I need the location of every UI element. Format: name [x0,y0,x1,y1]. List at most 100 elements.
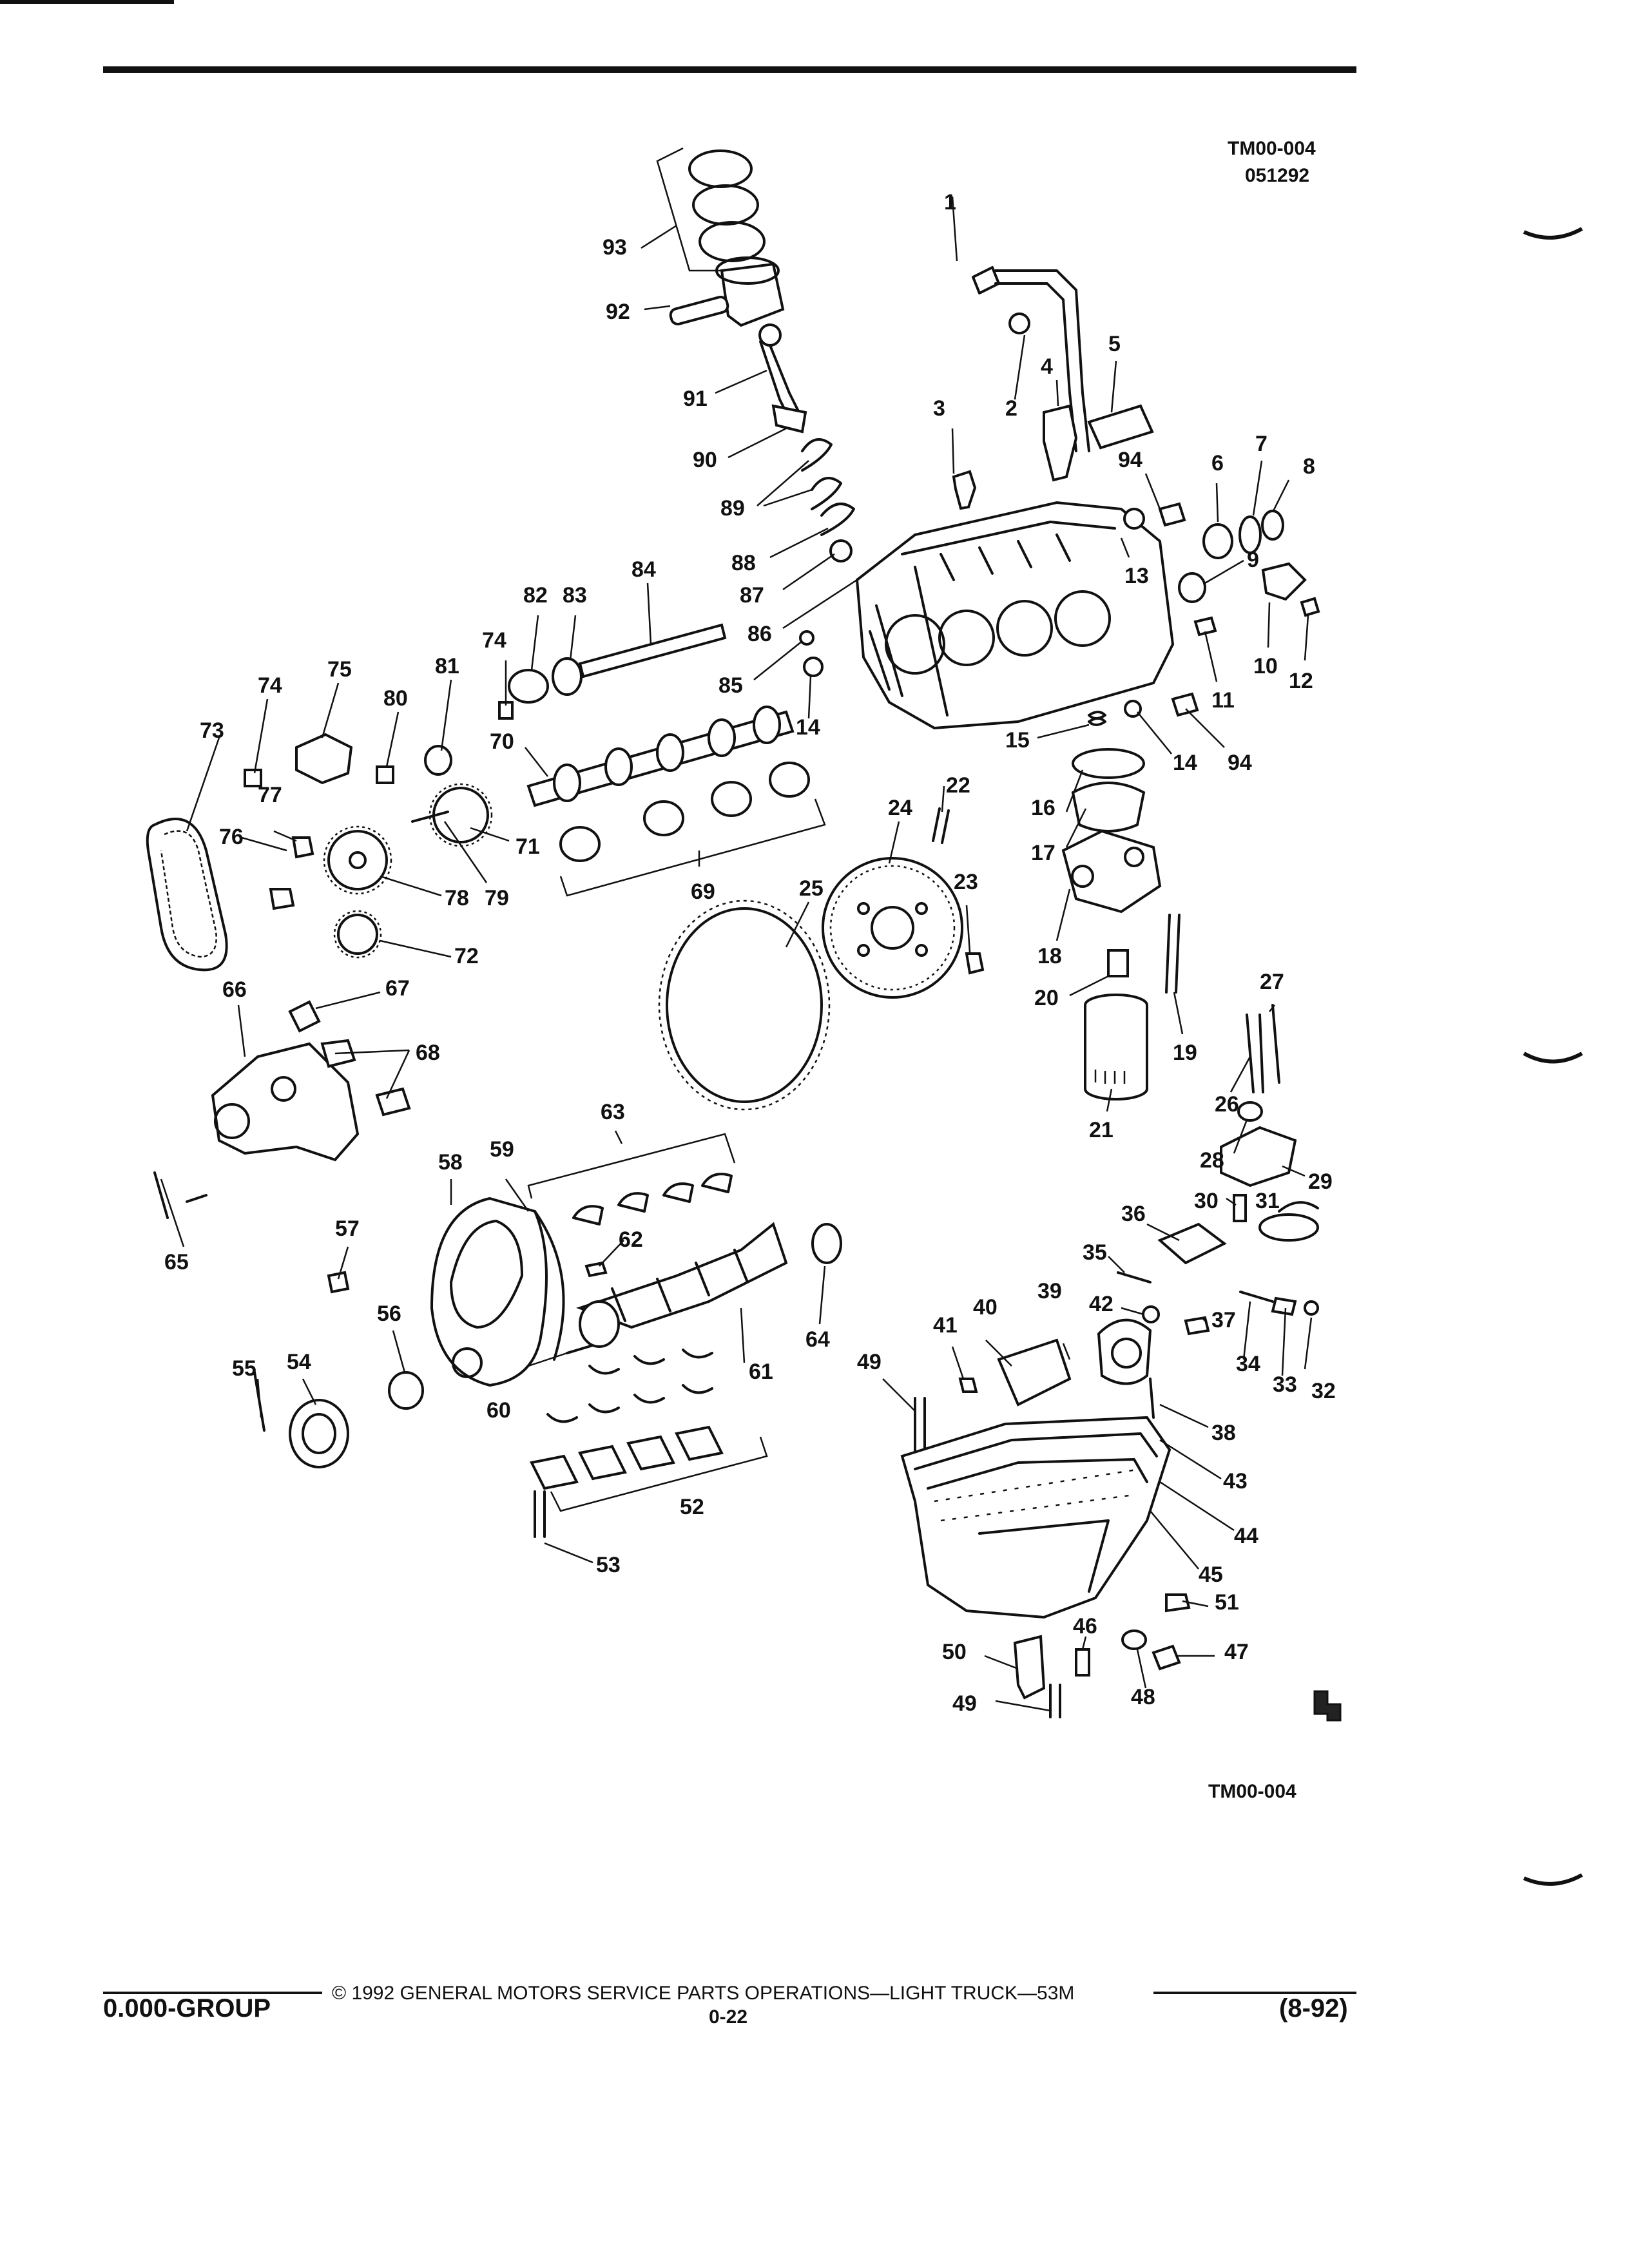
callout-5: 5 [1108,332,1121,356]
callout-94-lower: 94 [1228,751,1252,775]
callout-74-top: 74 [482,628,506,653]
callout-2: 2 [1005,396,1017,421]
drain-plug-47-drawing [1152,1644,1181,1671]
callout-22: 22 [946,773,970,798]
callout-72: 72 [454,944,479,968]
camshaft-70-drawing [526,706,795,807]
bolt-23-drawing [965,952,985,975]
water-pump-66-drawing [211,1042,360,1162]
callout-76: 76 [219,825,244,849]
key-62-drawing [584,1261,608,1278]
callout-69: 69 [691,879,715,904]
callout-44: 44 [1234,1524,1258,1548]
cam-bearings-69-drawing [559,762,826,897]
crankshaft-61-drawing [576,1222,788,1348]
callout-27: 27 [1260,970,1284,994]
plug-14-left-drawing [803,657,824,677]
seal-59-drawing [534,1210,565,1361]
callout-64: 64 [805,1327,830,1352]
callout-40: 40 [973,1295,998,1320]
callout-78: 78 [445,886,469,910]
callout-57: 57 [335,1216,360,1241]
callout-18: 18 [1037,944,1062,968]
callout-20: 20 [1034,986,1059,1010]
oil-filter-21-drawing [1084,994,1148,1100]
callout-6: 6 [1211,451,1224,476]
oil-pan-drawing [900,1416,1171,1619]
footer-group: 0.000-GROUP [103,1994,271,2023]
callout-91: 91 [683,387,708,411]
callout-85: 85 [718,673,743,698]
adapter-17-drawing [1071,782,1146,832]
callout-11: 11 [1211,688,1235,713]
ring-8-drawing [1261,510,1284,541]
bearing-87-drawing [829,539,853,562]
sensor-10-drawing [1261,562,1307,601]
dowel-41-drawing [958,1378,978,1393]
oil-pump-29-drawing [1220,1126,1297,1187]
callout-74-left: 74 [258,673,282,698]
callout-10: 10 [1253,654,1278,678]
main-caps-52-drawing [530,1425,768,1512]
washer-48-drawing [1121,1629,1147,1650]
fitting-drawing [1087,404,1154,450]
callout-39: 39 [1037,1279,1062,1303]
callout-28: 28 [1200,1148,1224,1173]
callout-84: 84 [631,557,656,582]
callout-41: 41 [933,1313,958,1338]
bolt-74-top-drawing [498,701,514,720]
shaft-84-drawing [578,623,727,678]
footer-page-number: 0-22 [709,2006,747,2028]
rod-bearing-lower-drawing [811,477,842,510]
flywheel-24-drawing [822,857,963,999]
callout-labels: 1 2 3 4 5 6 7 8 9 10 11 12 13 14 14 15 1… [164,190,1336,1716]
callout-86: 86 [747,622,772,646]
callout-79: 79 [485,886,509,910]
dowel-22-drawing [932,807,950,844]
bolt-65-right-drawing [186,1194,207,1203]
callout-24: 24 [888,796,912,820]
corner-symbol [1313,1690,1342,1722]
binding-mark-bottom [1523,1873,1583,1886]
fitting-20-drawing [1107,949,1129,977]
stud-49-bottom-drawing [1049,1684,1061,1718]
callout-55: 55 [232,1356,256,1381]
callout-48: 48 [1131,1685,1155,1709]
retainer-39-drawing [997,1338,1072,1407]
callout-87: 87 [740,583,764,608]
plug-13-drawing [1123,508,1145,530]
footer-copyright: © 1992 GENERAL MOTORS SERVICE PARTS OPER… [332,1983,1074,2004]
callout-73: 73 [200,718,224,743]
rear-seal-64-drawing [811,1223,842,1264]
bolt-53-drawing [534,1490,546,1538]
callout-12: 12 [1289,669,1313,693]
callout-94-top: 94 [1118,448,1142,472]
piston-drawing [669,256,785,327]
oil-pressure-sender-drawing [1043,404,1078,482]
callout-23: 23 [954,870,978,894]
binding-mark-top [1523,227,1583,240]
figure-label: TM00-004 [1208,1781,1296,1802]
callout-93: 93 [602,235,627,260]
filter-adapter-18-drawing [1061,829,1162,914]
callout-70: 70 [490,729,514,754]
stud-38-drawing [1149,1378,1155,1419]
bolt-46-drawing [1075,1648,1090,1677]
key-60-drawing [566,1344,594,1354]
callout-65: 65 [164,1250,189,1274]
callout-14-left: 14 [796,715,820,740]
callout-83: 83 [563,583,587,608]
ring-7-drawing [1239,515,1262,554]
plug-85-drawing [799,630,815,646]
bolt-94-lower-drawing [1171,692,1199,717]
callout-17: 17 [1031,841,1055,865]
callout-50: 50 [942,1640,967,1664]
bolt-37-drawing [1184,1316,1210,1336]
callout-49-top: 49 [857,1350,882,1374]
bracket-50-drawing [1013,1635,1046,1700]
callout-67: 67 [385,976,410,1001]
callout-21: 21 [1089,1118,1113,1142]
callout-34: 34 [1236,1352,1260,1376]
bolt-94-top-drawing [1158,502,1186,527]
